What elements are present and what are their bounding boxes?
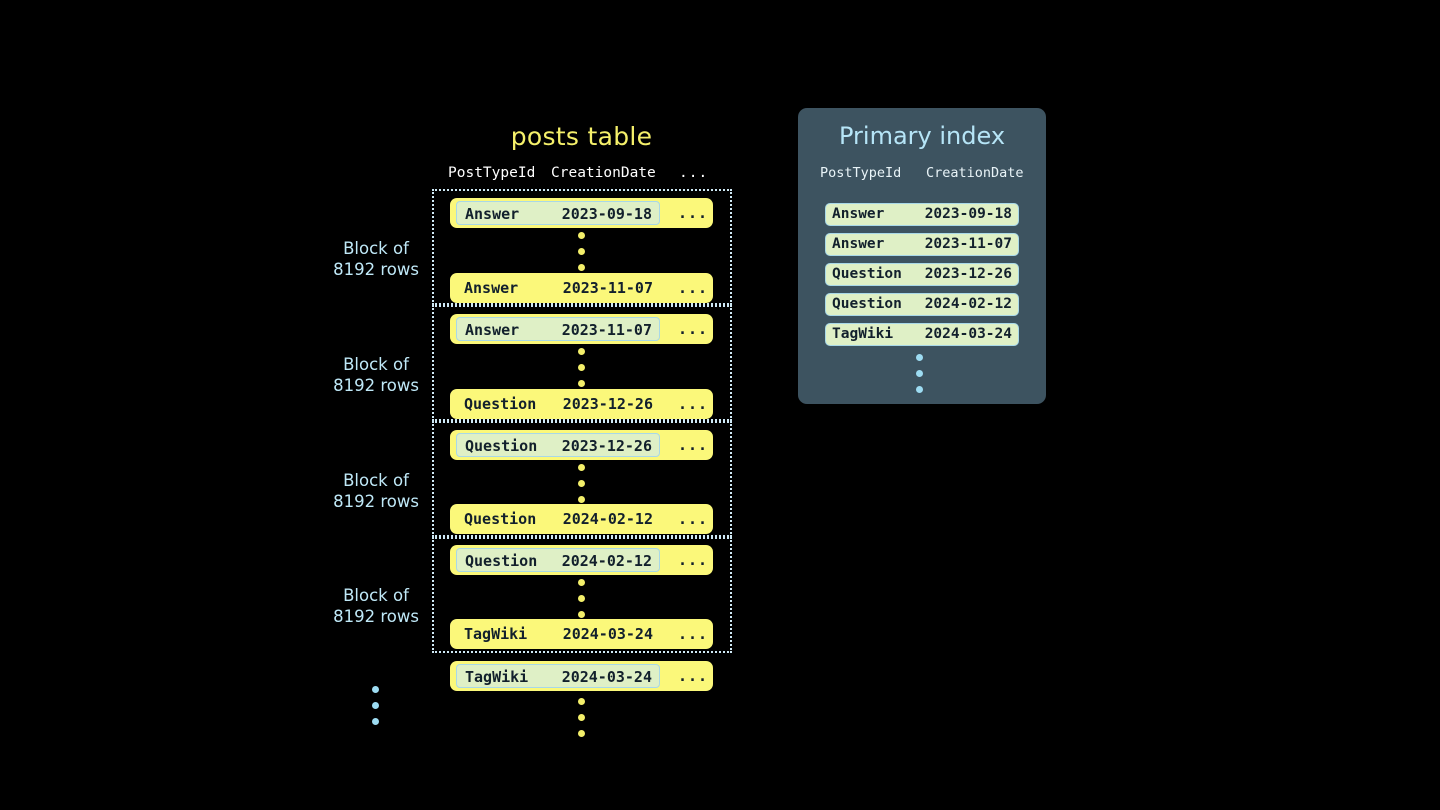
- table-row: Question 2024-02-12 ...: [450, 504, 713, 534]
- cell-creationdate: 2023-11-07: [561, 321, 652, 339]
- posts-table-title: posts table: [510, 122, 653, 151]
- block-2-label: Block of 8192 rows: [311, 354, 441, 396]
- table-row-trailing: TagWiki 2024-03-24 ...: [450, 661, 713, 691]
- cell-posttypeid: Answer: [464, 279, 519, 297]
- row-gap-dots: [578, 348, 585, 387]
- cell-creationdate: 2023-12-26: [561, 437, 652, 455]
- index-cell-creationdate: 2024-03-24: [924, 326, 1012, 342]
- index-continuation-dots: [916, 354, 923, 393]
- table-row: Answer 2023-11-07 ...: [450, 314, 713, 344]
- table-row: Answer 2023-09-18 ...: [450, 198, 713, 228]
- index-cell-posttypeid: Question: [832, 296, 902, 312]
- block-1-label-line2: 8192 rows: [333, 260, 419, 279]
- cell-creationdate: 2024-02-12: [562, 510, 653, 528]
- cell-creationdate: 2023-12-26: [562, 395, 653, 413]
- block-4-label-line2: 8192 rows: [333, 607, 419, 626]
- index-row: Question 2023-12-26: [825, 263, 1019, 286]
- blocks-continuation-dots: [372, 686, 379, 725]
- block-3: [432, 421, 732, 537]
- cell-ellipsis: ...: [678, 279, 709, 297]
- primary-index-column-headers: PostTypeId CreationDate: [820, 165, 1026, 185]
- index-cell-creationdate: 2023-12-26: [924, 266, 1012, 282]
- row-gap-dots: [578, 232, 585, 271]
- index-cell-creationdate: 2024-02-12: [924, 296, 1012, 312]
- cell-ellipsis: ...: [678, 667, 709, 685]
- block-3-label-line2: 8192 rows: [333, 492, 419, 511]
- row-gap-dots: [578, 464, 585, 503]
- row-highlight-box: Question 2023-12-26: [456, 433, 660, 457]
- cell-posttypeid: Question: [465, 437, 538, 455]
- table-continuation-dots: [578, 698, 585, 737]
- cell-creationdate: 2024-03-24: [561, 668, 652, 686]
- cell-posttypeid: Question: [464, 510, 537, 528]
- cell-ellipsis: ...: [678, 551, 709, 569]
- block-3-label: Block of 8192 rows: [311, 470, 441, 512]
- block-3-label-line1: Block of: [343, 471, 409, 490]
- index-column-header-creationdate: CreationDate: [926, 165, 1024, 181]
- block-2-label-line2: 8192 rows: [333, 376, 419, 395]
- posts-table-column-headers: PostTypeId CreationDate ...: [448, 165, 714, 185]
- column-header-ellipsis: ...: [679, 165, 709, 181]
- cell-posttypeid: Answer: [465, 205, 520, 223]
- row-cells: TagWiki 2024-03-24: [456, 622, 660, 646]
- row-highlight-box: TagWiki 2024-03-24: [456, 664, 660, 688]
- block-1-label: Block of 8192 rows: [311, 238, 441, 280]
- row-highlight-box: Answer 2023-11-07: [456, 317, 660, 341]
- cell-ellipsis: ...: [678, 320, 709, 338]
- index-cell-creationdate: 2023-11-07: [924, 236, 1012, 252]
- cell-creationdate: 2023-09-18: [561, 205, 652, 223]
- table-row: Question 2024-02-12 ...: [450, 545, 713, 575]
- cell-posttypeid: TagWiki: [464, 625, 528, 643]
- index-row: Answer 2023-09-18: [825, 203, 1019, 226]
- cell-posttypeid: TagWiki: [465, 668, 529, 686]
- cell-creationdate: 2024-03-24: [562, 625, 653, 643]
- table-row: TagWiki 2024-03-24 ...: [450, 619, 713, 649]
- row-gap-dots: [578, 579, 585, 618]
- index-cell-posttypeid: Answer: [832, 236, 885, 252]
- primary-index-title: Primary index: [838, 122, 1006, 150]
- cell-posttypeid: Answer: [465, 321, 520, 339]
- block-2: [432, 305, 732, 421]
- index-row: TagWiki 2024-03-24: [825, 323, 1019, 346]
- row-cells: Question 2023-12-26: [456, 392, 660, 416]
- block-1-label-line1: Block of: [343, 239, 409, 258]
- cell-ellipsis: ...: [678, 625, 709, 643]
- block-4-label-line1: Block of: [343, 586, 409, 605]
- index-cell-posttypeid: TagWiki: [832, 326, 894, 342]
- column-header-posttypeid: PostTypeId: [448, 165, 536, 181]
- cell-ellipsis: ...: [678, 510, 709, 528]
- row-cells: Answer 2023-11-07: [456, 276, 660, 300]
- column-header-creationdate: CreationDate: [551, 165, 656, 181]
- index-row: Answer 2023-11-07: [825, 233, 1019, 256]
- index-cell-posttypeid: Question: [832, 266, 902, 282]
- block-4-label: Block of 8192 rows: [311, 585, 441, 627]
- cell-creationdate: 2023-11-07: [562, 279, 653, 297]
- cell-posttypeid: Question: [464, 395, 537, 413]
- block-4: [432, 537, 732, 653]
- cell-creationdate: 2024-02-12: [561, 552, 652, 570]
- index-row: Question 2024-02-12: [825, 293, 1019, 316]
- table-row: Question 2023-12-26 ...: [450, 389, 713, 419]
- index-column-header-posttypeid: PostTypeId: [820, 165, 902, 181]
- table-row: Answer 2023-11-07 ...: [450, 273, 713, 303]
- block-2-label-line1: Block of: [343, 355, 409, 374]
- cell-posttypeid: Question: [465, 552, 538, 570]
- row-highlight-box: Question 2024-02-12: [456, 548, 660, 572]
- block-1: [432, 189, 732, 305]
- table-row: Question 2023-12-26 ...: [450, 430, 713, 460]
- row-highlight-box: Answer 2023-09-18: [456, 201, 660, 225]
- index-cell-creationdate: 2023-09-18: [924, 206, 1012, 222]
- cell-ellipsis: ...: [678, 395, 709, 413]
- row-cells: Question 2024-02-12: [456, 507, 660, 531]
- index-cell-posttypeid: Answer: [832, 206, 885, 222]
- primary-index-panel: Primary index PostTypeId CreationDate An…: [798, 108, 1046, 404]
- cell-ellipsis: ...: [678, 436, 709, 454]
- cell-ellipsis: ...: [678, 204, 709, 222]
